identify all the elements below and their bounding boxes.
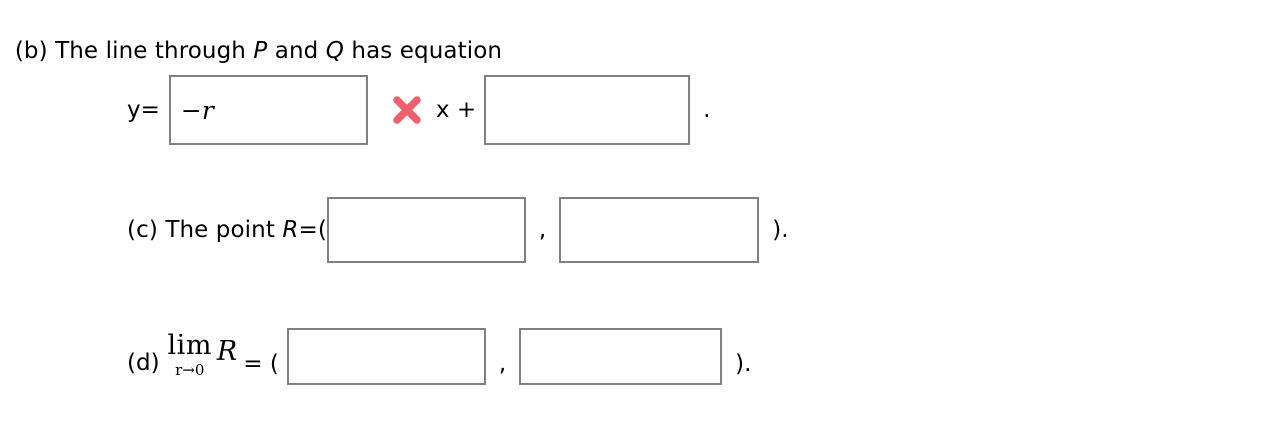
part-d-label: (d) [127,350,160,376]
slope-answer-value: −r [180,95,214,125]
point-r-x-input[interactable] [326,197,526,263]
part-b-text-3: has equation [344,38,503,64]
intercept-answer-input[interactable] [484,75,691,145]
part-c-open-paren: =( [298,216,327,243]
part-b-text-2: and [267,38,326,64]
limit-x-input[interactable] [286,328,486,385]
variable-r: R [282,216,299,243]
part-c-closing: ). [772,216,789,243]
variable-p: P [253,38,268,64]
part-b-prompt: (b) The line through P and Q has equatio… [0,0,1268,68]
part-b-text-1: The line through [47,38,254,64]
part-b-equation-row: y= −r x + . [127,72,710,148]
equation-lead-label: y= [127,96,160,123]
slope-answer-input[interactable]: −r [168,75,368,145]
part-c-row: (c) The point R=( , ). [127,192,789,268]
part-d-equals-open: = ( [243,351,279,377]
part-b-trailing-period: . [703,96,711,123]
part-c-label: (c) [127,216,158,243]
part-d-closing: ). [735,351,752,377]
limit-expression: lim r→0 R [167,330,238,379]
wrong-x-icon [393,96,421,124]
part-d-comma: , [498,351,507,377]
part-d-row: (d) lim r→0 R = ( , ). [127,312,751,394]
point-r-y-input[interactable] [559,197,760,263]
equation-operator-text: x + [435,96,477,123]
variable-q: Q [325,38,344,64]
limit-subscript: r→0 [175,360,205,379]
limit-operator: lim [167,330,212,362]
limit-operator-stack: lim r→0 [167,330,212,379]
limit-y-input[interactable] [519,328,723,385]
part-b-label: (b) [14,38,48,64]
part-c-prompt: (c) The point R=( [127,216,327,243]
part-c-comma: , [538,216,547,243]
part-c-text: The point [157,216,283,243]
limit-body-variable-r: R [216,336,238,367]
